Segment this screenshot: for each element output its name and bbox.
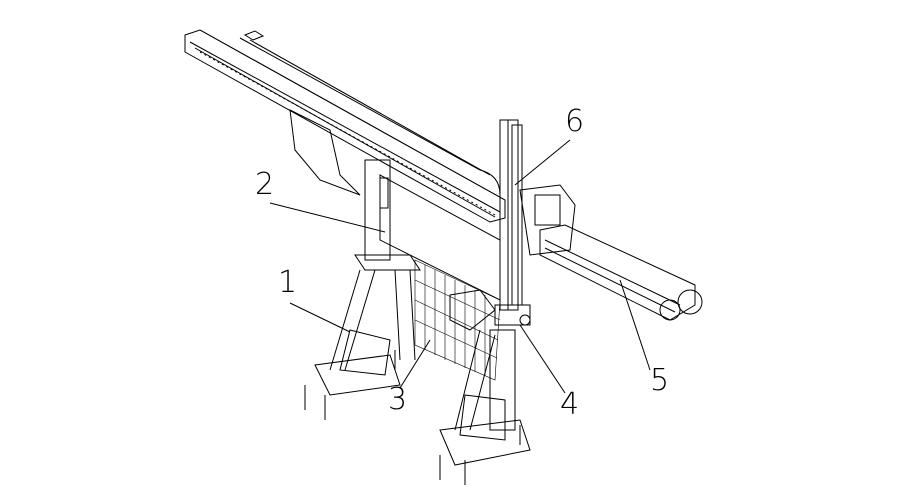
carriage: [519, 184, 576, 256]
label-3: 3: [388, 382, 408, 417]
label-5: 5: [650, 363, 670, 398]
label-6: 6: [565, 104, 585, 139]
left-column: [304, 159, 421, 420]
leader-lines: [269, 139, 651, 394]
secondary-beam: [539, 224, 703, 321]
gripper: [449, 289, 531, 331]
label-2: 2: [255, 167, 275, 202]
mesh-guard: [414, 259, 501, 381]
label-4: 4: [560, 387, 580, 422]
main-beam: [184, 29, 506, 223]
label-1: 1: [278, 265, 298, 300]
vertical-axis: [499, 119, 523, 311]
right-column: [439, 329, 531, 485]
